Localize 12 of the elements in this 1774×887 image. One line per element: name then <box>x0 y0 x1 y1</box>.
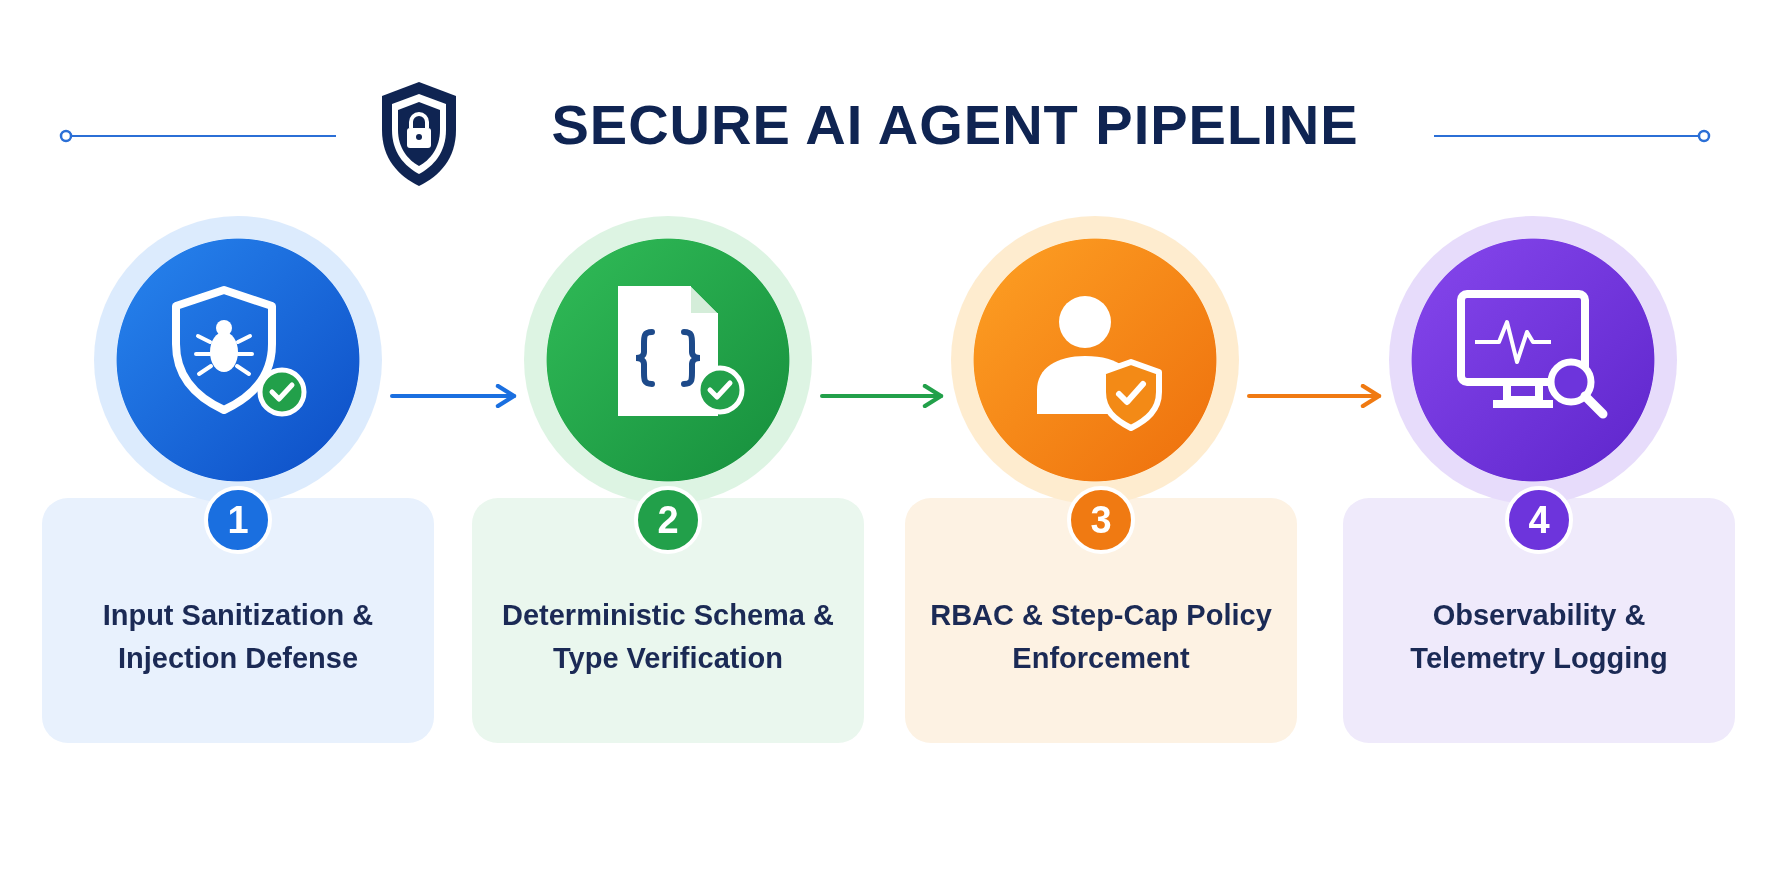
step-label: RBAC & Step-Cap Policy Enforcement <box>929 597 1273 676</box>
step-number: 2 <box>634 486 702 554</box>
step-label: Input Sanitization & Injection Defense <box>101 597 375 676</box>
step-label: Deterministic Schema & Type Verification <box>501 597 835 676</box>
title: SECURE AI AGENT PIPELINE <box>550 92 1360 157</box>
arrow <box>820 383 944 409</box>
arrow <box>390 383 517 409</box>
arrow <box>1247 383 1382 409</box>
step-label: Observability & Telemetry Logging <box>1409 597 1669 676</box>
step-number: 3 <box>1067 486 1135 554</box>
step-number: 4 <box>1505 486 1573 554</box>
step-number: 1 <box>204 486 272 554</box>
